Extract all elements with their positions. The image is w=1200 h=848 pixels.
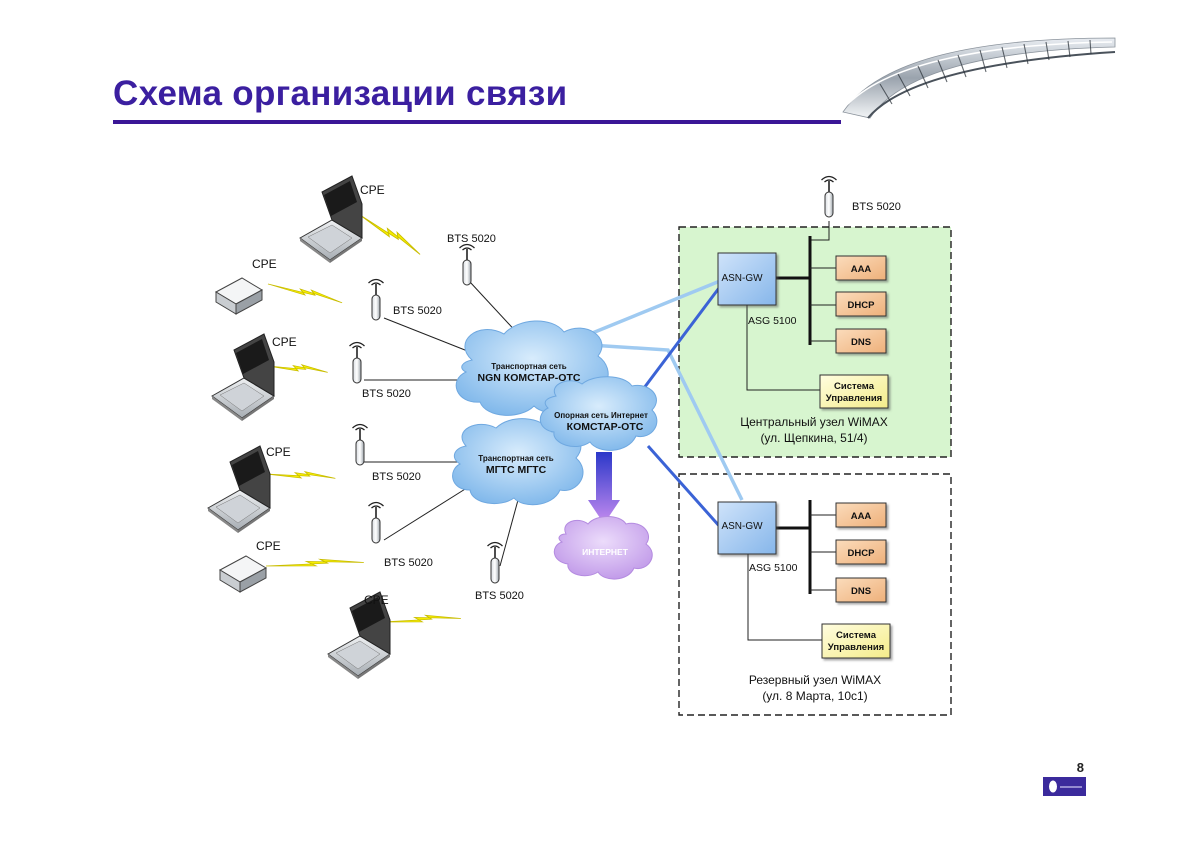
cpe-label: CPE <box>272 335 297 349</box>
asn-label: ASN-GW <box>721 273 763 284</box>
central-node: ASN-GW ASG 5100 AAA DHCP DNS Система Упр… <box>717 221 889 445</box>
central-node-address: (ул. Щепкина, 51/4) <box>760 431 867 445</box>
title-underline <box>113 120 841 124</box>
server-label: DHCP <box>848 548 876 559</box>
radio-links <box>265 214 462 640</box>
management-system <box>821 623 891 659</box>
cpe-laptop-2 <box>211 333 275 422</box>
cpe-modem-2 <box>219 555 267 593</box>
server-label: DHCP <box>848 300 876 311</box>
bts-antenna <box>458 243 476 286</box>
cpe-laptop-3 <box>207 445 271 534</box>
cloud-backbone-line2: КОМСТАР-ОТС <box>567 421 644 433</box>
aaa-server <box>835 255 887 281</box>
cloud-internet: ИНТЕРНЕТ <box>553 516 653 580</box>
cloud-backbone: Опорная сеть Интернет КОМСТАР-ОТС <box>539 376 658 451</box>
backbone-links <box>584 279 744 529</box>
cloud-mgts-line2: МГТС МГТС <box>486 464 547 476</box>
server-label: AAA <box>851 264 872 275</box>
dns-server <box>835 328 887 354</box>
reserve-node: ASN-GW ASG 5100 AAA DHCP DNS Система Упр… <box>717 500 891 703</box>
dhcp-server <box>835 539 887 565</box>
internet-arrow <box>588 452 620 524</box>
bts-antenna <box>367 501 385 544</box>
cloud-backbone-line1: Опорная сеть Интернет <box>554 411 648 420</box>
cloud-transport-mgts: Транспортная сеть МГТС МГТС <box>452 418 584 506</box>
cloud-ngn-line2: NGN КОМСТАР-ОТС <box>478 372 581 384</box>
asg-label: ASG 5100 <box>748 315 797 327</box>
cpe-laptop-1 <box>299 175 363 264</box>
company-logo <box>1043 777 1086 796</box>
asg-label: ASG 5100 <box>749 562 798 574</box>
bts-antenna <box>367 278 385 321</box>
dhcp-server <box>835 291 887 317</box>
bts-label: BTS 5020 <box>447 233 496 245</box>
cloud-internet-label: ИНТЕРНЕТ <box>582 547 629 557</box>
reserve-node-caption: Резервный узел WiMAX <box>749 673 881 687</box>
bts-label: BTS 5020 <box>475 590 524 602</box>
bts-label: BTS 5020 <box>372 471 421 483</box>
bts-labels: BTS 5020 BTS 5020 BTS 5020 BTS 5020 BTS … <box>362 201 901 602</box>
cpe-label: CPE <box>364 593 389 607</box>
server-label: DNS <box>851 586 871 597</box>
cpe-label: CPE <box>360 183 385 197</box>
dns-server <box>835 577 887 603</box>
bts-label: BTS 5020 <box>362 388 411 400</box>
mgmt-label: Система <box>836 630 877 641</box>
bts-label: BTS 5020 <box>393 305 442 317</box>
cpe-labels: CPE CPE CPE CPE CPE CPE <box>252 183 389 607</box>
bts-antenna <box>351 423 369 466</box>
page-title: Схема организации связи <box>113 74 568 113</box>
cpe-label: CPE <box>266 445 291 459</box>
bts-antenna <box>820 175 838 218</box>
asn-gateway-reserve <box>717 501 777 555</box>
bts-label: BTS 5020 <box>852 201 901 213</box>
cloud-mgts-line1: Транспортная сеть <box>478 454 554 463</box>
mgmt-label: Управления <box>826 393 882 404</box>
server-label: AAA <box>851 511 872 522</box>
cpe-modem-1 <box>215 277 263 315</box>
cpe-label: CPE <box>252 257 277 271</box>
cpe-label: CPE <box>256 539 281 553</box>
page-number: 8 <box>1076 760 1084 775</box>
bts-antenna <box>348 341 366 384</box>
asn-gateway-central <box>717 252 777 306</box>
reserve-node-address: (ул. 8 Марта, 10с1) <box>762 689 867 703</box>
bts-label: BTS 5020 <box>384 557 433 569</box>
asn-label: ASN-GW <box>721 521 763 532</box>
header-decoration <box>842 37 1116 119</box>
bts-links <box>364 281 521 567</box>
management-system <box>819 374 889 409</box>
cloud-ngn-line1: Транспортная сеть <box>491 362 567 371</box>
mgmt-label: Система <box>834 381 875 392</box>
central-node-caption: Центральный узел WiMAX <box>740 415 888 429</box>
mgmt-label: Управления <box>828 642 884 653</box>
bts-antenna <box>486 541 504 584</box>
reserve-node-area <box>678 473 952 716</box>
aaa-server <box>835 502 887 528</box>
server-label: DNS <box>851 337 871 348</box>
